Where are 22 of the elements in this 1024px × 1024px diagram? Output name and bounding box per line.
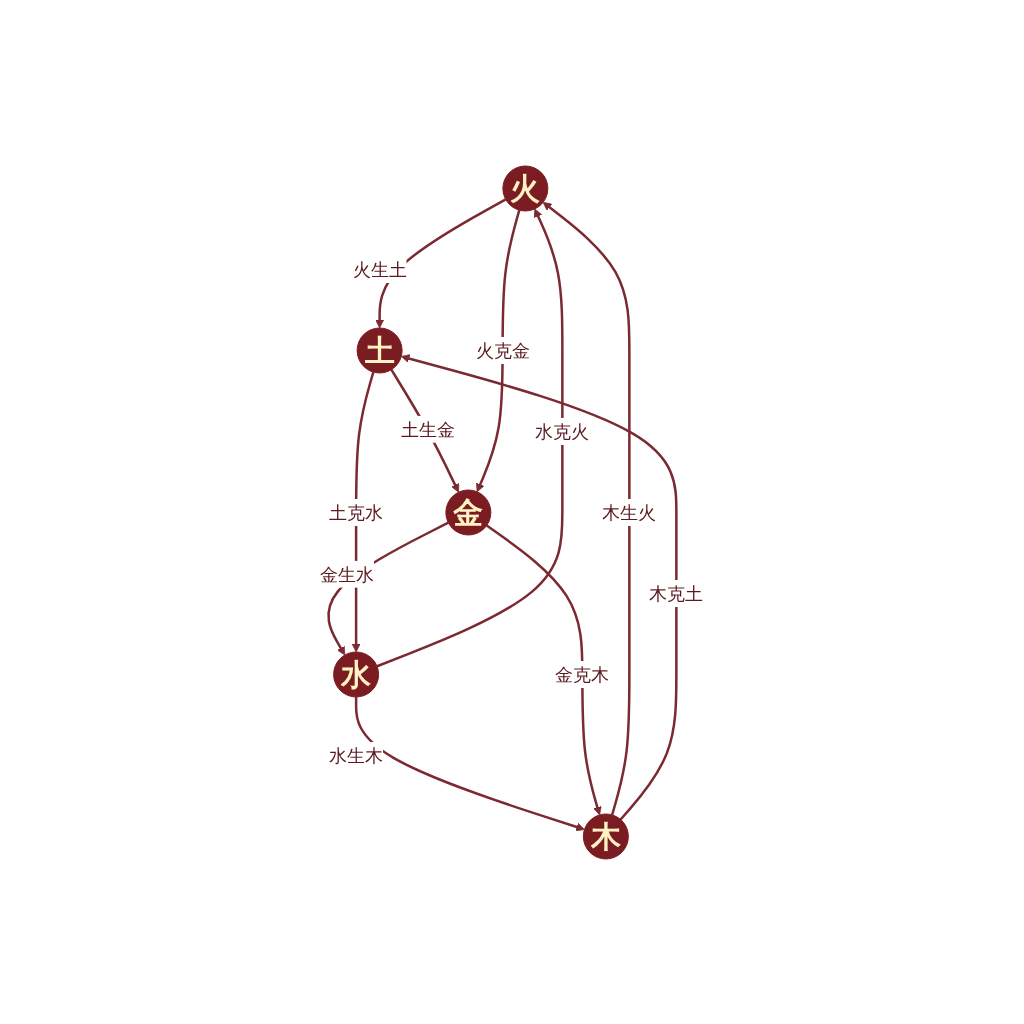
arrow xyxy=(543,201,631,815)
arrow xyxy=(376,208,564,667)
arrow xyxy=(390,368,460,493)
edge-label: 水生木 xyxy=(329,744,384,766)
node-circle: 金 xyxy=(445,489,492,535)
node-circle: 土 xyxy=(356,327,403,373)
edge-label: 木克土 xyxy=(649,582,704,604)
edge-label: 土生金 xyxy=(401,418,456,440)
arrow xyxy=(486,524,602,815)
edge-label: 火克金 xyxy=(475,339,530,361)
node-circle: 水 xyxy=(333,651,380,697)
edge-label: 水克火 xyxy=(535,420,590,442)
edge-label: 火生土 xyxy=(352,258,407,280)
node-circle: 火 xyxy=(502,165,549,211)
edge-label: 金生水 xyxy=(320,563,375,585)
edge-label: 金克木 xyxy=(555,663,610,685)
edge-label: 土克水 xyxy=(329,501,384,523)
node-circle: 木 xyxy=(583,813,630,859)
arrow xyxy=(401,353,678,820)
edge-label: 木生火 xyxy=(602,501,657,523)
arrow xyxy=(355,696,586,831)
arrow xyxy=(476,209,521,492)
